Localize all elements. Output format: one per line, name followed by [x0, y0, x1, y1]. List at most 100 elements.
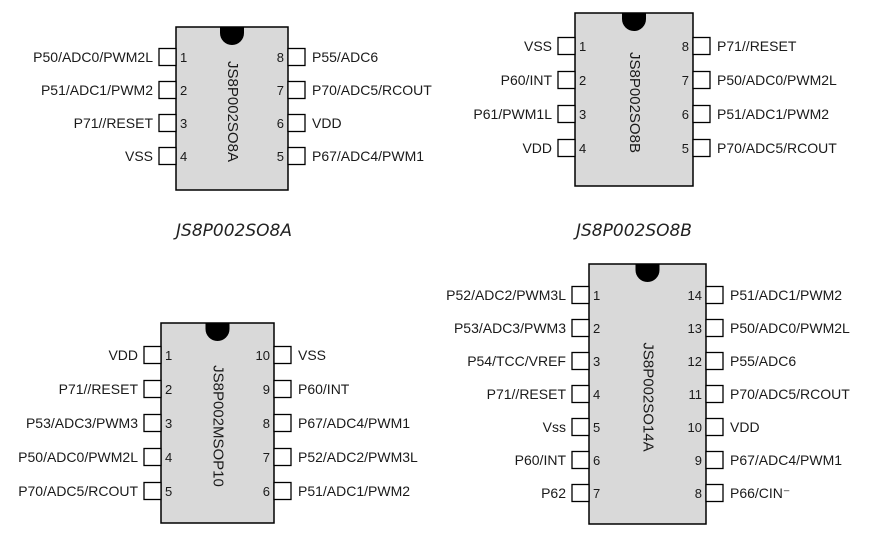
pin-label: P53/ADC3/PWM3	[26, 415, 138, 431]
pin-label: P52/ADC2/PWM3L	[298, 449, 418, 465]
pin-pad	[692, 36, 711, 56]
pin-label: P70/ADC5/RCOUT	[717, 140, 837, 156]
pin-label: VDD	[522, 140, 552, 156]
chip-body	[574, 12, 694, 187]
pin-pad	[571, 384, 590, 404]
pin-label: P70/ADC5/RCOUT	[312, 82, 432, 98]
pin-number: 7	[263, 450, 270, 465]
pin-pad	[287, 47, 306, 67]
pin-number: 4	[180, 149, 187, 164]
pin-number: 5	[682, 141, 689, 156]
pin-pad	[557, 138, 576, 158]
pin-number: 2	[593, 321, 600, 336]
pin-number: 1	[579, 39, 586, 54]
pin-number: 3	[579, 107, 586, 122]
pin-pad	[143, 481, 162, 501]
pin-pad	[705, 351, 724, 371]
pin-number: 4	[579, 141, 586, 156]
pin-label: VSS	[524, 38, 552, 54]
pin-pad	[705, 384, 724, 404]
pin-pad	[273, 345, 292, 365]
pin-label: P70/ADC5/RCOUT	[730, 386, 850, 402]
pin-label: P50/ADC0/PWM2L	[18, 449, 138, 465]
pin-number: 13	[688, 321, 702, 336]
pin-number: 5	[277, 149, 284, 164]
part-label: JS8P002SO8A	[224, 61, 241, 162]
pin-number: 6	[682, 107, 689, 122]
pin-number: 4	[165, 450, 172, 465]
pin-pad	[692, 104, 711, 124]
pin-label: P71//RESET	[59, 381, 139, 397]
chip-caption: JS8P002SO8B	[573, 221, 692, 241]
pin-label: P67/ADC4/PWM1	[730, 452, 842, 468]
chip-so14a: JS8P002SO14A1P52/ADC2/PWM3L2P53/ADC3/PWM…	[446, 263, 850, 525]
notch-mark	[635, 264, 660, 282]
pin-label: P61/PWM1L	[473, 106, 552, 122]
pin-pad	[143, 413, 162, 433]
pin-label: P53/ADC3/PWM3	[454, 320, 566, 336]
pin-label: P50/ADC0/PWM2L	[717, 72, 837, 88]
pin-number: 9	[263, 382, 270, 397]
pin-pad	[143, 447, 162, 467]
pin-number: 1	[593, 288, 600, 303]
pin-pad	[571, 483, 590, 503]
pin-label: P51/ADC1/PWM2	[730, 287, 842, 303]
pin-label: P51/ADC1/PWM2	[41, 82, 153, 98]
pin-label: P60/INT	[515, 452, 567, 468]
pin-label: P51/ADC1/PWM2	[717, 106, 829, 122]
chip-body	[160, 322, 275, 524]
pin-label: P51/ADC1/PWM2	[298, 483, 410, 499]
pin-label: VSS	[298, 347, 326, 363]
pin-number: 2	[579, 73, 586, 88]
pin-label: VSS	[125, 148, 153, 164]
pin-number: 2	[165, 382, 172, 397]
pin-pad	[692, 138, 711, 158]
pin-pad	[571, 285, 590, 305]
pin-label: P71//RESET	[74, 115, 154, 131]
pin-label: P71//RESET	[487, 386, 567, 402]
pin-number: 3	[180, 116, 187, 131]
pin-number: 7	[593, 486, 600, 501]
pin-number: 6	[277, 116, 284, 131]
pin-pad	[158, 47, 177, 67]
pin-number: 8	[263, 416, 270, 431]
notch-mark	[220, 27, 244, 45]
pin-pad	[273, 447, 292, 467]
pin-label: P70/ADC5/RCOUT	[18, 483, 138, 499]
pin-label: P50/ADC0/PWM2L	[33, 49, 153, 65]
pin-pad	[287, 80, 306, 100]
pin-number: 3	[165, 416, 172, 431]
notch-mark	[205, 323, 230, 341]
pin-label: P67/ADC4/PWM1	[298, 415, 410, 431]
pin-label: P67/ADC4/PWM1	[312, 148, 424, 164]
pin-pad	[158, 113, 177, 133]
pin-pad	[557, 36, 576, 56]
pin-pad	[557, 70, 576, 90]
pin-number: 4	[593, 387, 600, 402]
chip-caption: JS8P002SO8A	[173, 221, 292, 241]
chip-msop10: JS8P002MSOP10 1 VDD 2 P71//RESET 3 P53/ADC3/PW…	[18, 322, 418, 524]
pin-pad	[287, 146, 306, 166]
pin-pad	[287, 113, 306, 133]
pin-pad	[571, 318, 590, 338]
pin-number: 9	[695, 453, 702, 468]
pin-label: VDD	[108, 347, 138, 363]
pin-number: 3	[593, 354, 600, 369]
pin-pad	[557, 104, 576, 124]
part-label: JS8P002MSOP10	[210, 365, 227, 487]
pin-pad	[705, 318, 724, 338]
pin-number: 6	[263, 484, 270, 499]
pin-number: 5	[165, 484, 172, 499]
pin-number: 11	[689, 387, 703, 402]
pin-label: VDD	[730, 419, 760, 435]
pin-number: 6	[593, 453, 600, 468]
pin-pad	[705, 483, 724, 503]
pin-label: VDD	[312, 115, 342, 131]
pin-label: P55/ADC6	[730, 353, 796, 369]
pin-number: 8	[277, 50, 284, 65]
pin-number: 10	[256, 348, 270, 363]
pin-number: 1	[165, 348, 172, 363]
